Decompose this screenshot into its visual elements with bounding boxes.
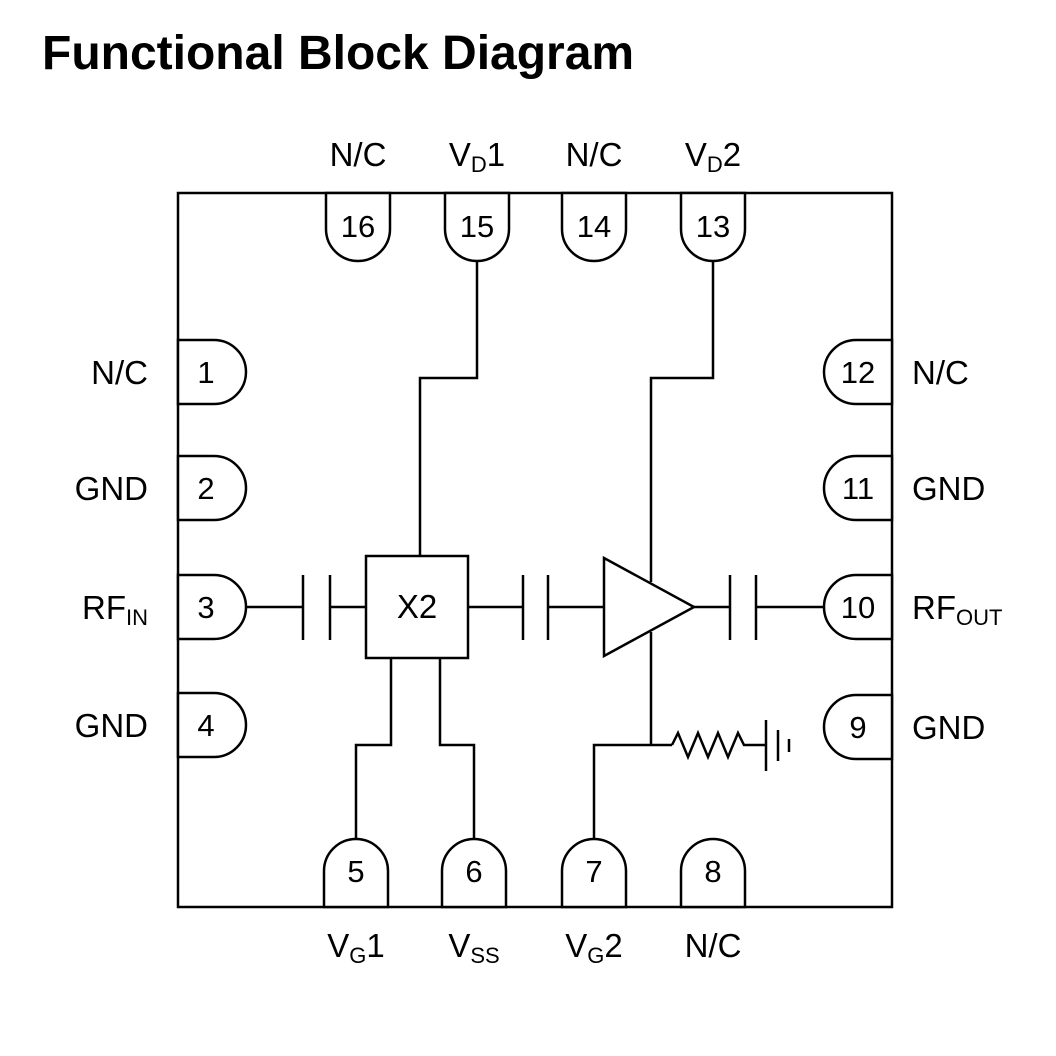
pin-3-label: RFIN <box>82 589 148 630</box>
pin-5-label: VG1 <box>327 927 385 968</box>
pin-2-pad <box>176 454 248 522</box>
pin-8-pad <box>679 837 747 909</box>
pin-8-number: 8 <box>704 854 721 889</box>
page-title: Functional Block Diagram <box>42 27 635 80</box>
pin-12-label: N/C <box>912 354 969 391</box>
pin-10-number: 10 <box>841 590 875 625</box>
pin-5-number: 5 <box>347 854 364 889</box>
pin-15-label: VD1 <box>449 136 505 177</box>
pin-12-number: 12 <box>841 355 875 390</box>
multiplier-block <box>364 554 470 660</box>
pin-7-number: 7 <box>585 854 602 889</box>
pin-11-pad <box>822 454 894 522</box>
pin-6-pad <box>440 837 508 909</box>
pin-13-number: 13 <box>696 209 730 244</box>
pin-4-number: 4 <box>197 708 214 743</box>
pin-9-label: GND <box>912 709 985 746</box>
pin-4-label: GND <box>75 707 148 744</box>
pin-11-number: 11 <box>842 471 874 506</box>
multiplier-label: X2 <box>397 588 437 625</box>
pin-10-pad <box>822 573 894 641</box>
pin-12-pad <box>822 338 894 406</box>
pin-1-pad <box>176 338 248 406</box>
pin-2-label: GND <box>75 470 148 507</box>
pin-11-label: GND <box>912 470 985 507</box>
package-outline <box>176 191 894 909</box>
pin-3-number: 3 <box>197 590 214 625</box>
pin-4-pad <box>176 691 248 759</box>
pin-15-number: 15 <box>460 209 494 244</box>
pin-14-label: N/C <box>566 136 623 173</box>
pin-15-pad <box>443 191 511 263</box>
pin-13-label: VD2 <box>685 136 741 177</box>
pin-1-number: 1 <box>197 355 214 390</box>
pin-14-number: 14 <box>577 209 611 244</box>
pin-6-label: VSS <box>448 927 499 968</box>
pin-16-label: N/C <box>330 136 387 173</box>
pin-1-label: N/C <box>91 354 148 391</box>
pin-3-pad <box>176 573 248 641</box>
pin-14-pad <box>560 191 628 263</box>
pin-9-number: 9 <box>849 710 866 745</box>
pin-16-pad <box>324 191 392 263</box>
amplifier-symbol <box>602 555 697 659</box>
pin-9-pad <box>822 693 894 761</box>
pin-10-label: RFOUT <box>912 589 1002 630</box>
pin-8-label: N/C <box>685 927 742 964</box>
pin-16-number: 16 <box>341 209 375 244</box>
pin-5-pad <box>322 837 390 909</box>
pin-6-number: 6 <box>465 854 482 889</box>
pin-7-pad <box>560 837 628 909</box>
pin-13-pad <box>679 191 747 263</box>
pin-2-number: 2 <box>197 471 214 506</box>
pin-7-label: VG2 <box>565 927 623 968</box>
wiring <box>246 262 823 838</box>
